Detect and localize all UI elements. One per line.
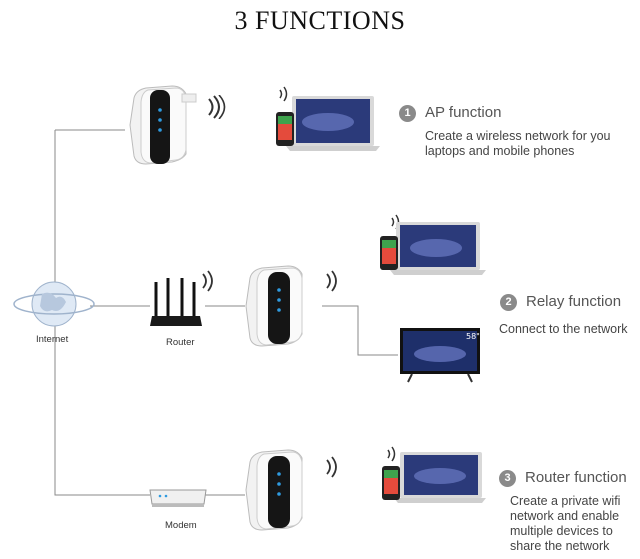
function-1-number: 1 [399, 105, 416, 122]
internet-label: Internet [36, 334, 69, 345]
wifi-repeater-device-2 [245, 265, 303, 347]
wifi-signal-icon [202, 270, 213, 292]
function-3-number: 3 [499, 470, 516, 487]
internet-globe-icon [13, 281, 95, 327]
modem-label: Modem [165, 520, 197, 531]
wifi-repeater-device-3 [245, 449, 303, 531]
modem-icon [149, 489, 207, 507]
function-2-number: 2 [500, 294, 517, 311]
laptop-and-phone-icon [380, 214, 486, 275]
wifi-signal-icon [326, 456, 337, 478]
function-2-description: Connect to the network [499, 322, 628, 336]
tv-icon: 58" [400, 328, 480, 383]
laptop-and-phone-icon [382, 446, 486, 503]
router-icon [150, 278, 202, 326]
laptop-and-phone-icon [276, 86, 380, 151]
wifi-repeater-device-1 [129, 85, 197, 165]
function-3-description: Create a private wifi network and enable… [510, 494, 621, 553]
wifi-signal-icon [208, 95, 226, 119]
router-label: Router [166, 337, 195, 348]
page-title: 3 FUNCTIONS [234, 6, 406, 35]
tv-size-badge: 58" [466, 332, 480, 341]
wifi-signal-icon [326, 270, 337, 292]
function-1-description: Create a wireless network for you laptop… [425, 129, 611, 158]
